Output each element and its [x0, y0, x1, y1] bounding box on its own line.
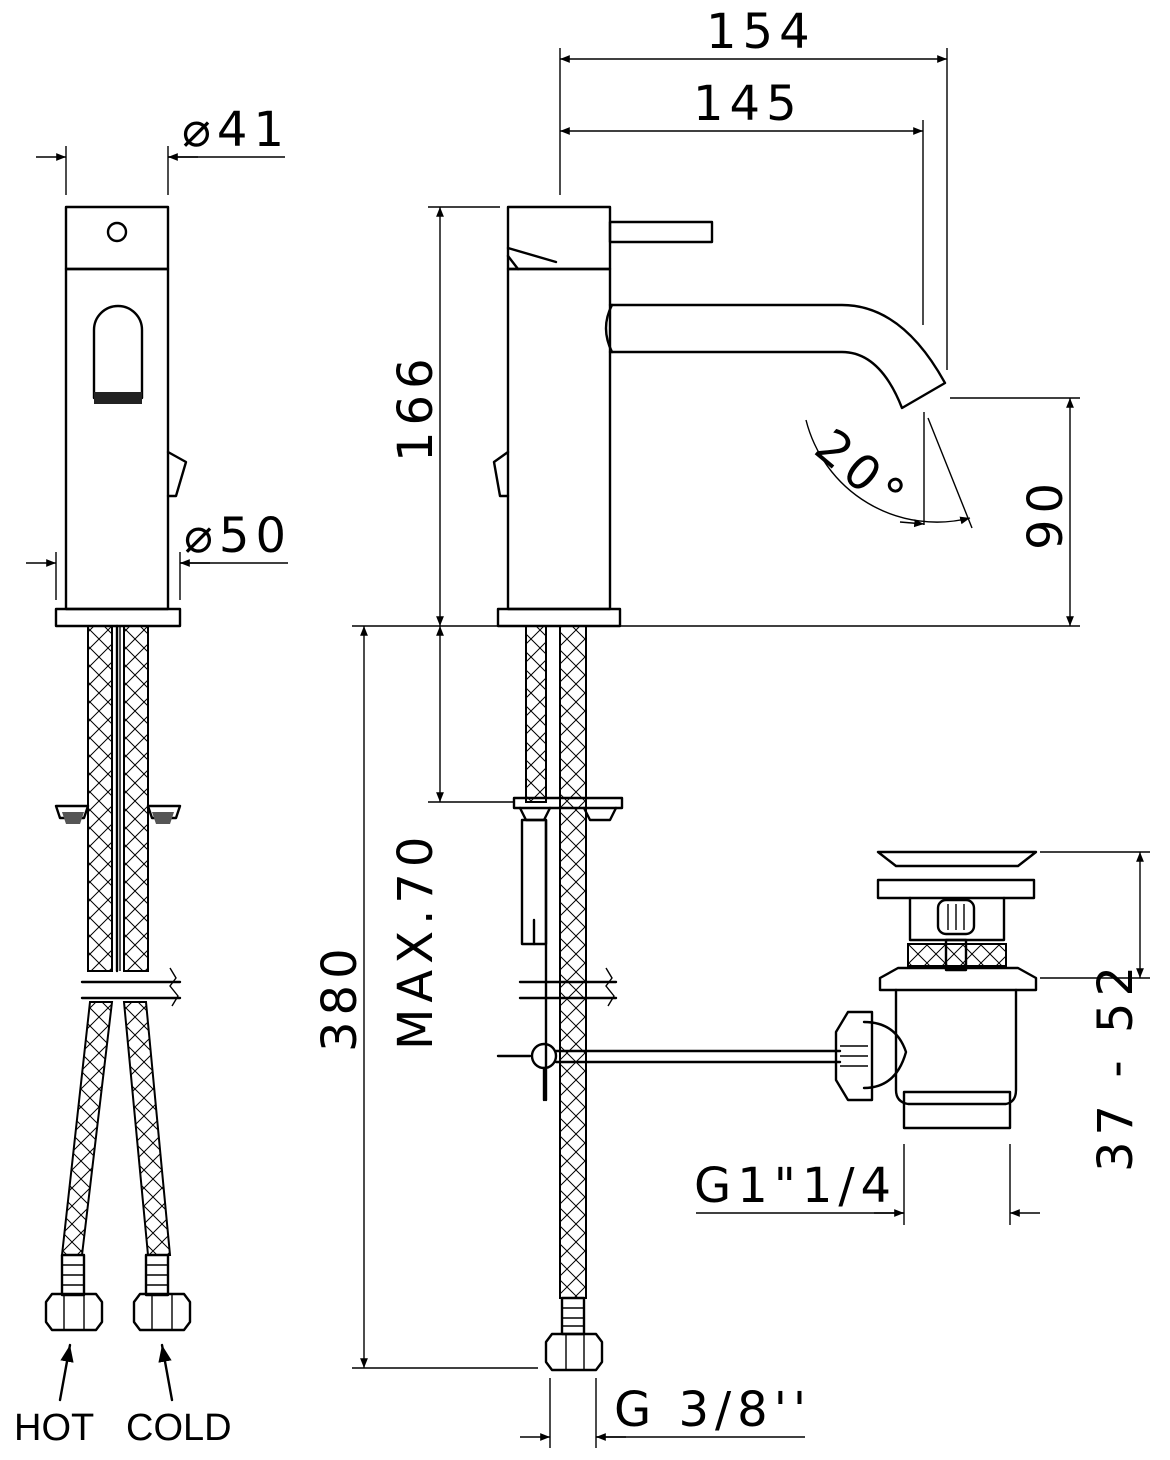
dim-hose-length: 380 [312, 625, 1080, 1369]
dim-spout-clearance-label: 90 [1018, 477, 1074, 550]
hot-label: HOT [14, 1407, 94, 1449]
dim-spout-angle: 20° [804, 412, 973, 529]
dim-max-thickness: MAX.70 [388, 626, 514, 1050]
dim-reach-label: 145 [693, 76, 803, 132]
pop-up-waste [834, 850, 1038, 1130]
dim-spout-angle-label: 20° [804, 418, 919, 527]
dim-waste-thread: G1"1/4 [694, 1144, 1040, 1225]
dim-reach: 145 [560, 76, 924, 325]
front-view [44, 205, 192, 1402]
dim-height-label: 166 [388, 352, 444, 462]
cold-label: COLD [126, 1407, 232, 1449]
dim-body-diameter-label: ⌀41 [182, 102, 290, 158]
dim-total-width: 154 [559, 4, 948, 370]
dim-base-diameter: ⌀50 [26, 508, 292, 600]
dim-waste-thread-label: G1"1/4 [694, 1158, 897, 1214]
dim-max-thickness-label: MAX.70 [388, 831, 444, 1050]
dim-waste-height-label: 37 - 52 [1088, 960, 1144, 1172]
dim-hose-thread: G 3/8'' [520, 1378, 812, 1448]
dim-base-diameter-label: ⌀50 [184, 508, 292, 564]
dim-waste-height: 37 - 52 [1040, 851, 1150, 1172]
dim-hose-thread-label: G 3/8'' [614, 1382, 812, 1438]
dim-hose-length-label: 380 [312, 942, 368, 1052]
dim-spout-clearance: 90 [950, 397, 1080, 626]
dim-total-width-label: 154 [706, 4, 816, 60]
dim-body-diameter: ⌀41 [36, 102, 290, 195]
dim-height: 166 [388, 206, 500, 626]
